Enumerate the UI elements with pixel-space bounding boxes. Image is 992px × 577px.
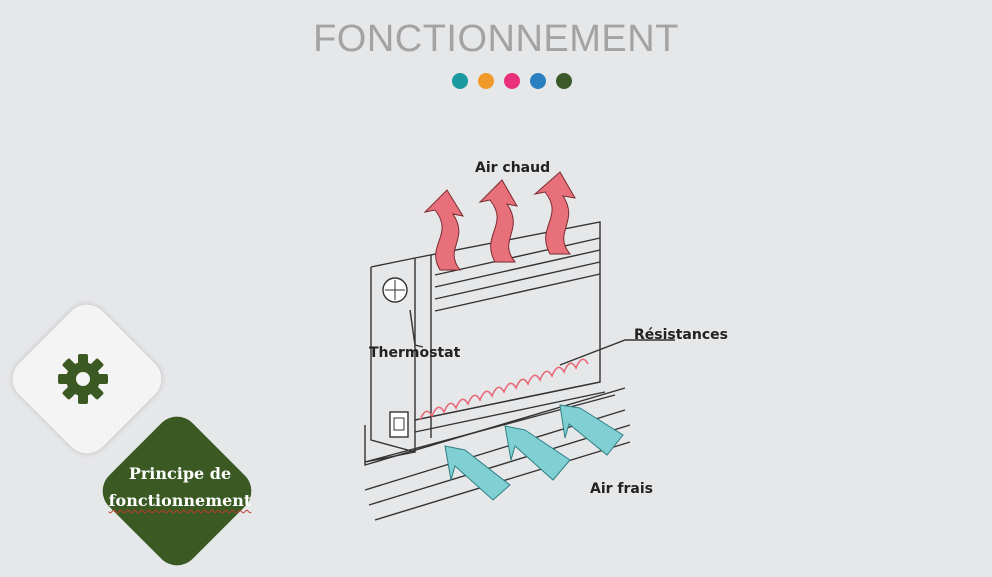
gear-icon — [58, 354, 108, 404]
thermostat-label: Thermostat — [369, 345, 461, 361]
principle-label-line2: fonctionnement — [108, 491, 252, 510]
cool-air-arrow — [444, 445, 511, 501]
hot-air-arrow — [478, 179, 518, 263]
dot-orange — [478, 73, 494, 89]
hot-air-arrow — [533, 171, 576, 255]
dot-green — [556, 73, 572, 89]
resistances-label: Résistances — [634, 327, 728, 343]
convector-heater-diagram: Air chaud Résistances Thermostat Air fra… — [364, 160, 728, 521]
dot-teal — [452, 73, 468, 89]
page-title: FONCTIONNEMENT — [313, 18, 679, 60]
cool-air-label: Air frais — [590, 481, 653, 497]
hot-air-arrow — [423, 189, 465, 271]
dot-pink — [504, 73, 520, 89]
cool-air-arrow — [504, 425, 571, 481]
resistance-coil — [419, 358, 589, 421]
principle-button-label[interactable]: Principe de fonctionnement — [100, 460, 260, 514]
principle-label-line1: Principe de — [128, 464, 232, 483]
color-dots — [452, 73, 572, 89]
hot-air-label: Air chaud — [475, 160, 550, 176]
dot-blue — [530, 73, 546, 89]
cool-air-arrow — [559, 404, 624, 456]
thermostat-dial-icon — [382, 277, 408, 303]
